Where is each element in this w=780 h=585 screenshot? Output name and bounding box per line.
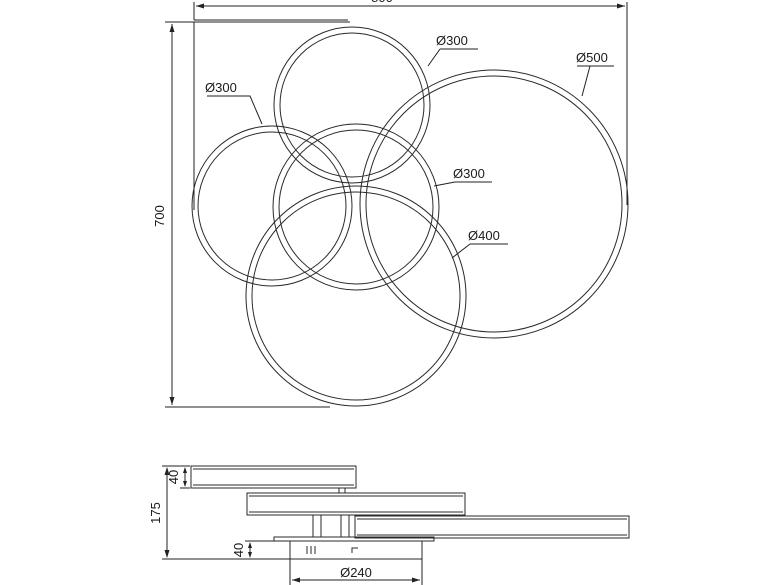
ring-top-label: Ø300 <box>436 33 468 48</box>
ring-thickness-label: 40 <box>166 470 181 484</box>
side-bar-top <box>190 465 357 489</box>
base-diameter-dimension <box>289 559 423 585</box>
ring-left-label: Ø300 <box>205 80 237 95</box>
ring-thickness-dimension <box>180 465 190 489</box>
ring-top <box>273 26 431 184</box>
base-thickness-label: 40 <box>231 543 246 557</box>
ring-large-label: Ø500 <box>576 50 608 65</box>
width-label: 800 <box>371 0 393 5</box>
side-view: 40 175 40 Ø240 <box>148 465 630 585</box>
base-diameter-label: Ø240 <box>340 565 372 580</box>
leader-lines <box>207 48 614 259</box>
ring-bottom-label: Ø400 <box>468 228 500 243</box>
side-base <box>273 536 435 560</box>
height-dimension <box>165 21 350 408</box>
ring-left <box>191 125 353 287</box>
base-thickness-dimension <box>245 540 288 558</box>
ring-bottom <box>245 185 467 407</box>
total-height-dimension <box>162 465 290 560</box>
outline-frame <box>193 19 628 210</box>
total-height-label: 175 <box>148 502 163 524</box>
height-label: 700 <box>152 205 167 227</box>
width-dimension <box>193 2 628 20</box>
ring-center-label: Ø300 <box>453 166 485 181</box>
ring-center <box>272 123 440 291</box>
ring-large <box>359 69 629 339</box>
side-bar-middle <box>246 492 466 516</box>
top-view: 800 700 <box>152 0 629 408</box>
side-bar-right <box>354 515 630 539</box>
